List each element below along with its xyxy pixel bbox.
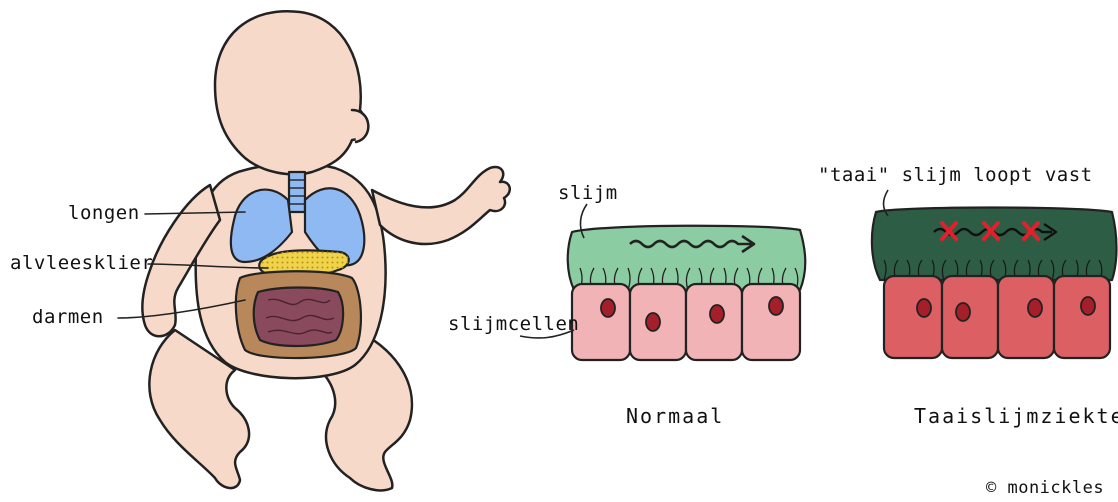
label-taai-slijm: "taai" slijm loopt vast <box>818 164 1093 186</box>
normal-tissue <box>520 204 805 360</box>
nucleus <box>917 299 931 317</box>
small-intestine <box>254 288 343 347</box>
sick-cell <box>884 276 942 358</box>
normal-cell <box>572 284 630 360</box>
trachea <box>289 172 305 212</box>
nucleus <box>769 297 783 315</box>
sick-cell <box>998 276 1054 358</box>
baby-right-arm <box>372 167 510 244</box>
sick-cell <box>1054 276 1110 358</box>
normal-cells <box>572 284 800 360</box>
caption-taaislijmziekte: Taaislijmziekte <box>914 404 1118 428</box>
copyright-text: © monickles <box>986 478 1104 498</box>
nucleus <box>956 303 970 321</box>
sick-cells <box>884 276 1110 358</box>
sick-tissue <box>872 190 1117 358</box>
nucleus <box>710 305 724 323</box>
sick-cell <box>942 276 998 358</box>
nucleus <box>601 299 615 317</box>
label-alvleesklier: alvleesklier <box>10 252 153 274</box>
nucleus <box>646 313 660 331</box>
sticky-mucus-layer <box>872 208 1117 281</box>
label-slijmcellen: slijmcellen <box>448 313 579 335</box>
baby-head <box>215 11 365 174</box>
caption-normaal: Normaal <box>626 404 724 428</box>
nucleus <box>1081 297 1095 315</box>
label-darmen: darmen <box>32 306 104 328</box>
nucleus <box>1028 299 1042 317</box>
normal-cell <box>742 284 800 360</box>
label-slijm: slijm <box>558 182 618 204</box>
label-longen: longen <box>68 202 140 224</box>
